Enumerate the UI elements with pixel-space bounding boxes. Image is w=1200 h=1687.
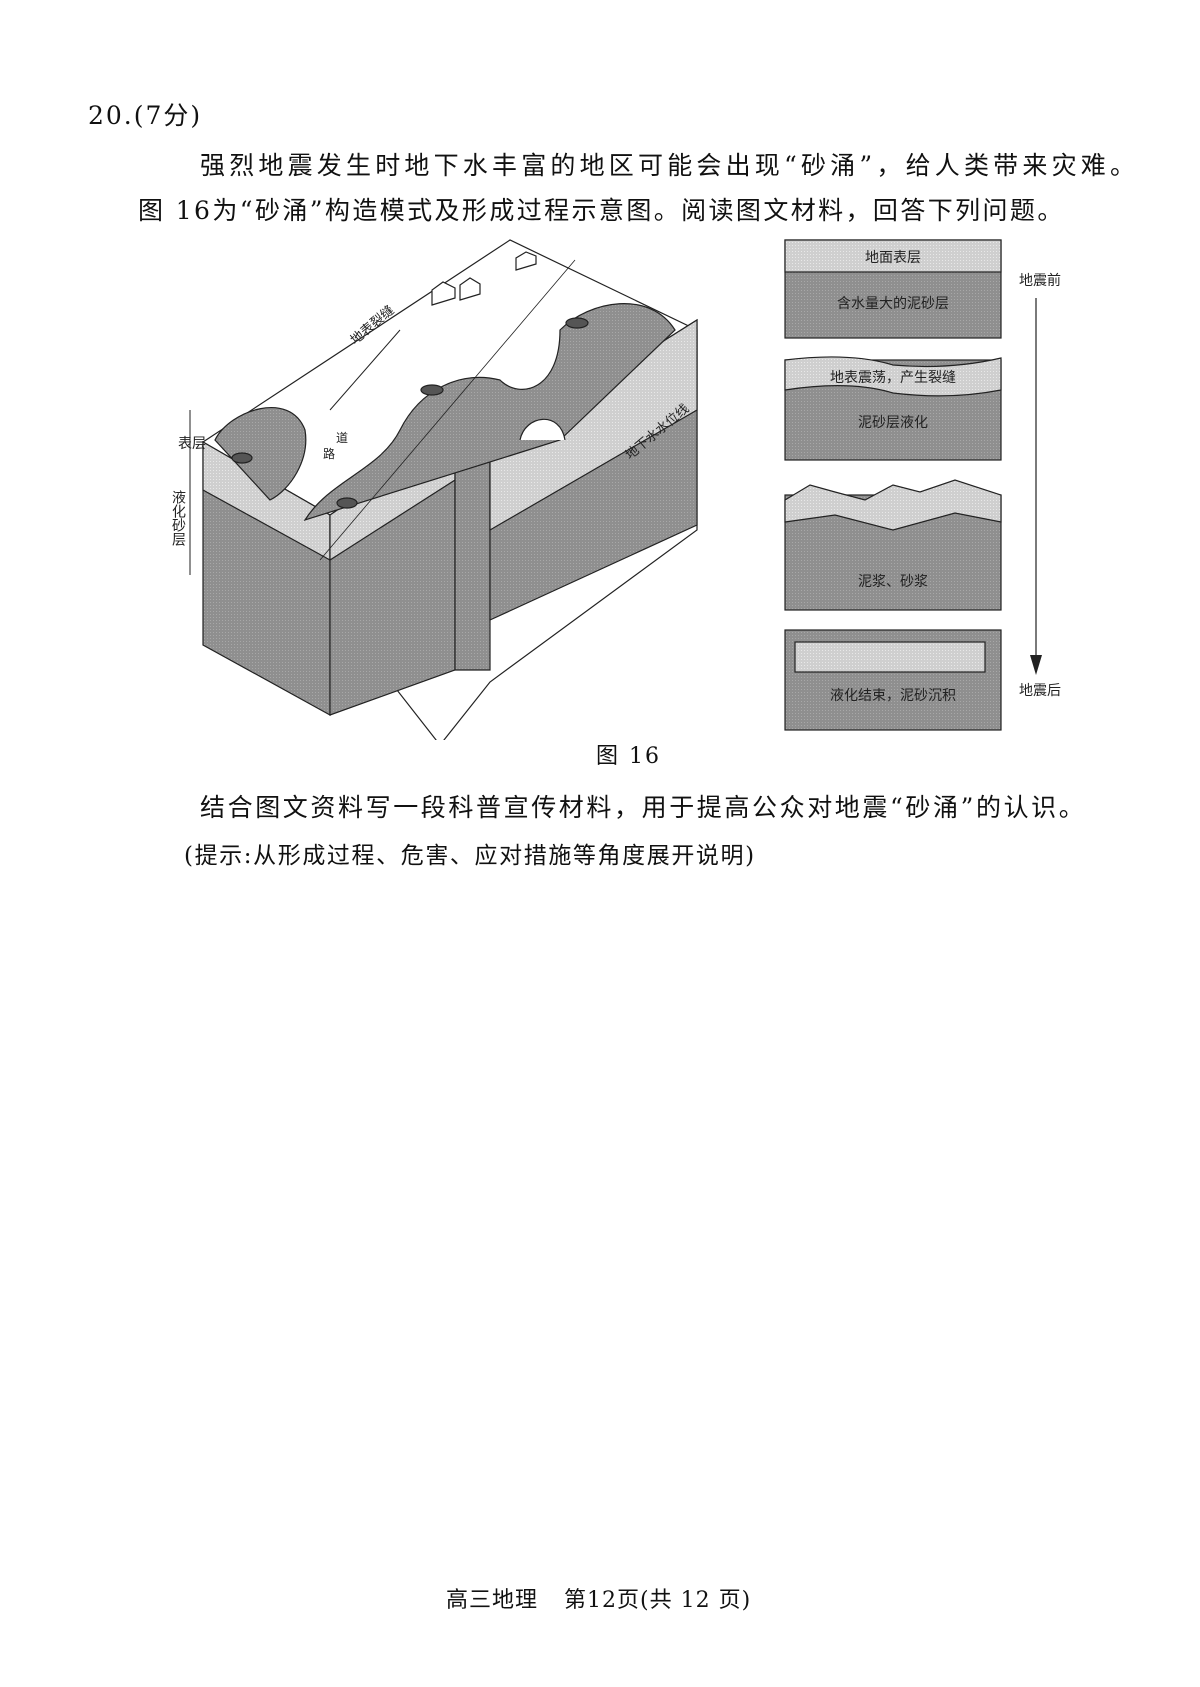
footer-page: 第12页(共 12 页) bbox=[564, 1588, 752, 1613]
stage-1-bottom: 含水量大的泥砂层 bbox=[837, 296, 949, 312]
block-diagram bbox=[202, 239, 698, 740]
figure-caption: 图 16 bbox=[596, 744, 661, 769]
timeline-end: 地震后 bbox=[1019, 683, 1061, 699]
label-surface-layer: 表层 bbox=[178, 436, 206, 452]
arrow-down-icon bbox=[1030, 655, 1042, 675]
timeline-start: 地震前 bbox=[1019, 272, 1061, 289]
label-road: 路 bbox=[323, 446, 335, 461]
timeline-arrow: 地震前 地震后 bbox=[1019, 272, 1061, 699]
figure-16: 表层 液化砂层 地表裂缝 路 道 地下水水位线 地面表层 含水量大的泥砂层 地表… bbox=[170, 239, 1061, 740]
stage-2-bottom: 泥砂层液化 bbox=[858, 415, 928, 431]
label-road-2: 道 bbox=[336, 431, 348, 445]
question-number: 20.(7分) bbox=[88, 101, 203, 130]
footer-subject: 高三地理 bbox=[446, 1588, 539, 1613]
question-hint: (提示:从形成过程、危害、应对措施等角度展开说明) bbox=[184, 843, 756, 869]
stage-3-bottom: 泥浆、砂浆 bbox=[858, 574, 928, 590]
stage-4-bottom: 液化结束，泥砂沉积 bbox=[830, 688, 956, 704]
stage-panels: 地面表层 含水量大的泥砂层 地表震荡，产生裂缝 泥砂层液化 泥浆、砂浆 液化结束… bbox=[784, 239, 1002, 731]
intro-line-1: 强烈地震发生时地下水丰富的地区可能会出现“砂涌”，给人类带来灾难。 bbox=[200, 151, 1140, 180]
page-footer: 高三地理第12页(共 12 页) bbox=[446, 1582, 777, 1614]
stage-2-top: 地表震荡，产生裂缝 bbox=[830, 370, 956, 386]
label-liquefied-sand-layer: 液化砂层 bbox=[170, 490, 186, 546]
question-prompt: 结合图文资料写一段科普宣传材料，用于提高公众对地震“砂涌”的认识。 bbox=[200, 793, 1087, 822]
intro-line-2: 图 16为“砂涌”构造模式及形成过程示意图。阅读图文材料，回答下列问题。 bbox=[138, 196, 1065, 225]
stage-1-top: 地面表层 bbox=[865, 250, 921, 266]
